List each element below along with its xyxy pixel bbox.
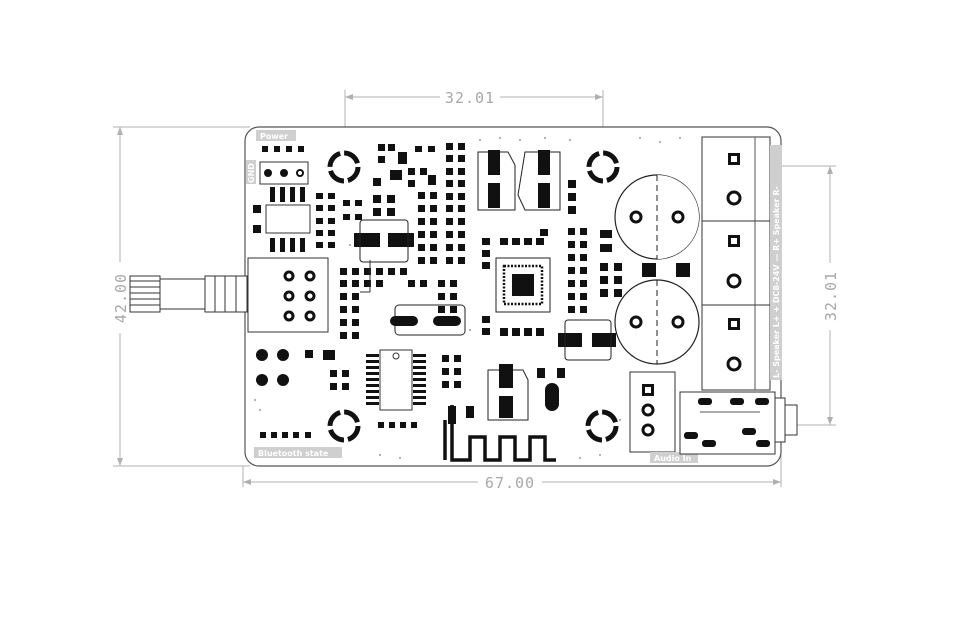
dimension-left: 42.00 (112, 126, 250, 467)
speaker-power-label: L- Speaker L+ + DC8-24V — R+ Speaker R- (772, 186, 781, 378)
crystal-oscillator (390, 304, 466, 336)
bottom-regulator (487, 364, 565, 421)
dimension-right-label: 32.01 (822, 271, 840, 321)
power-label-group: Power GND (246, 130, 309, 185)
audio-in-connector: Audio In (629, 371, 698, 463)
audio-jack (679, 391, 798, 455)
main-ic (482, 229, 551, 336)
mid-left-passives (305, 268, 457, 390)
dimension-bottom: 67.00 (242, 440, 782, 492)
capacitor-bottom (614, 279, 700, 365)
inductor-outline-right (564, 319, 612, 361)
usb-connector (129, 257, 329, 333)
dimension-left-label: 42.00 (112, 273, 130, 323)
dimension-top-label: 32.01 (445, 89, 495, 107)
top-transistors (477, 150, 576, 214)
dimension-bottom-label: 67.00 (485, 474, 535, 492)
capacitor-top (614, 174, 700, 260)
mounting-holes (327, 150, 620, 443)
soic-ic (366, 349, 461, 428)
audio-in-label: Audio In (654, 454, 692, 463)
power-label: Power (260, 132, 288, 141)
trace-outline (360, 260, 371, 293)
via-dots (254, 137, 681, 459)
inductor-outline-left (359, 219, 409, 263)
left-component-cluster (253, 187, 362, 252)
right-passives (558, 228, 690, 347)
gnd-label: GND (247, 163, 256, 183)
pcb-antenna (443, 405, 556, 462)
bluetooth-pads: Bluetooth state (254, 349, 342, 458)
bluetooth-state-label: Bluetooth state (258, 449, 329, 458)
dimension-top: 32.01 (344, 89, 604, 150)
terminal-blocks: L- Speaker L+ + DC8-24V — R+ Speaker R- (701, 136, 782, 391)
